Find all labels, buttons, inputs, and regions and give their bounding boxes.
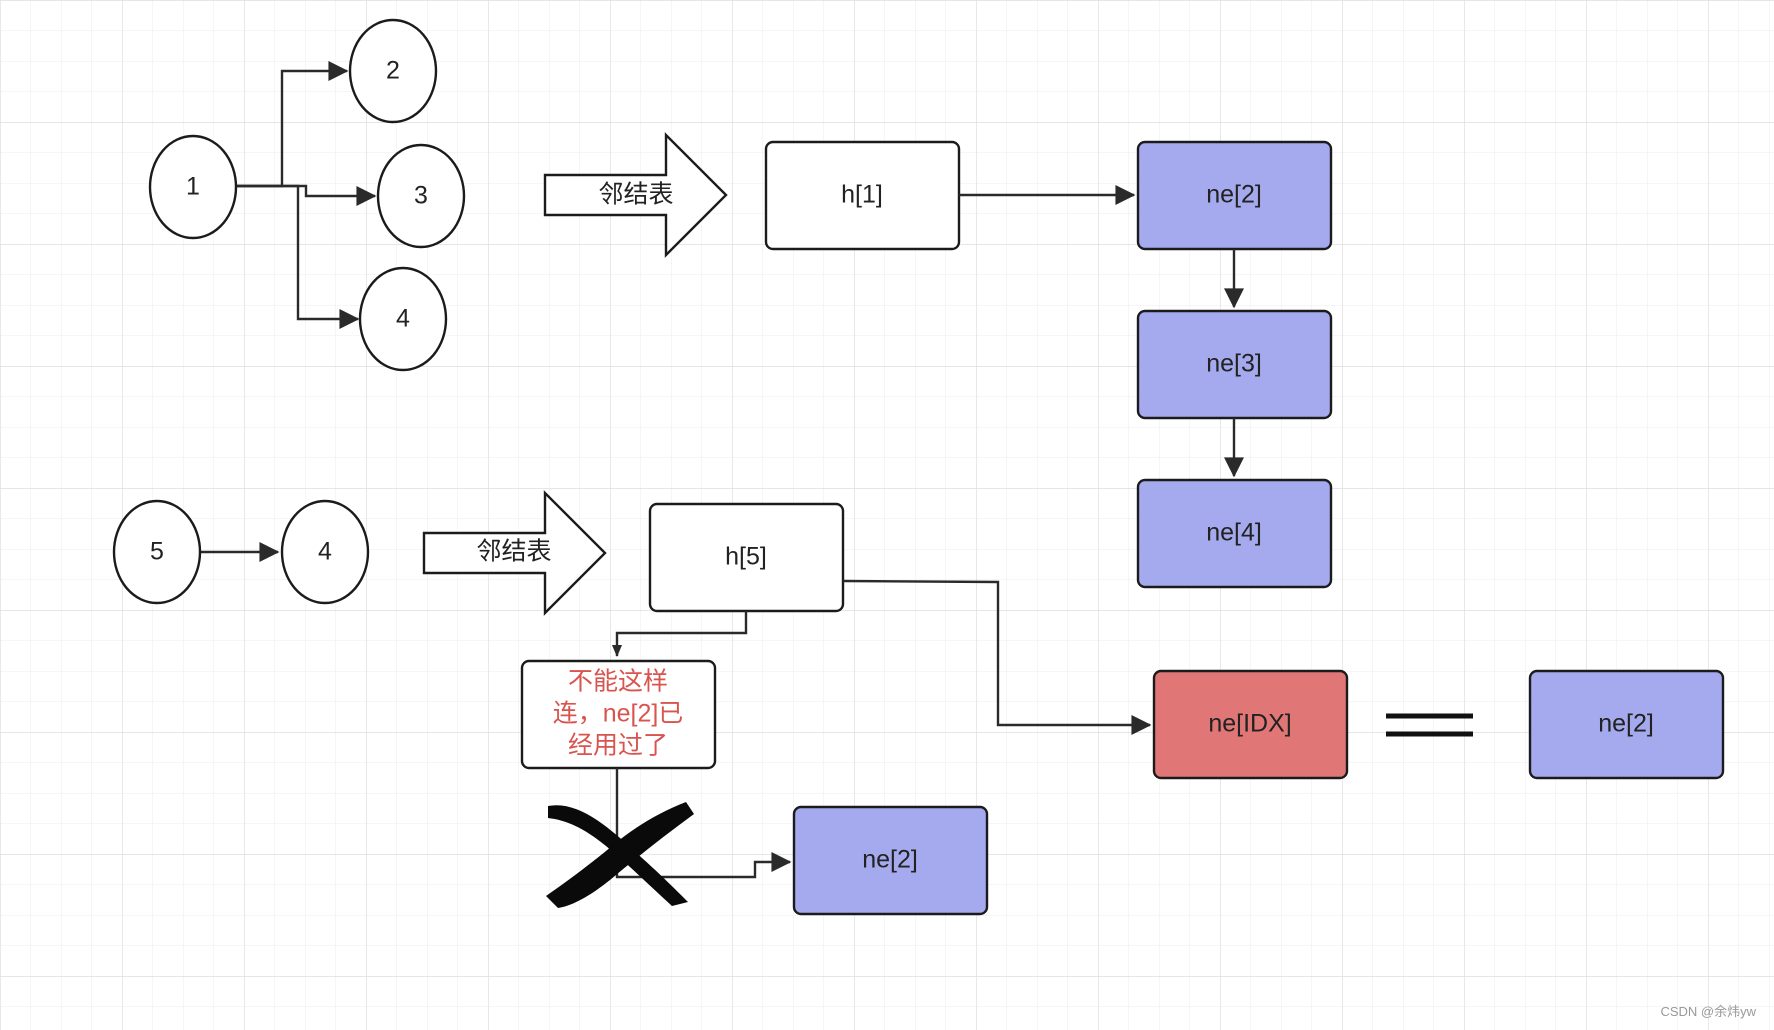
list2-head-label: h[5]: [725, 543, 767, 571]
list1: h[1] ne[2] ne[3] ne[4]: [764, 140, 1333, 589]
cross-mark: [546, 802, 694, 908]
list1-item-2: [1136, 478, 1333, 589]
edge-1-4: [215, 184, 360, 329]
list2: h[5] ne[IDX] ne[2] 不能这样 连，ne[2]已 经用过了 ne…: [520, 502, 1725, 916]
list2-new-node-label: ne[IDX]: [1208, 710, 1291, 738]
watermark: CSDN @余炜yw: [1660, 1004, 1756, 1019]
list2-new-node: [1152, 669, 1349, 780]
block-arrow-top-shape: [543, 132, 728, 258]
warning-line-3: 经用过了: [568, 732, 668, 760]
list2-wrong-target-label: ne[2]: [862, 846, 918, 874]
graph1-node-2: [348, 18, 438, 124]
graph1-node-3: [376, 143, 466, 249]
list2-equals-node-label: ne[2]: [1598, 710, 1654, 738]
graph2-node-4-label: 4: [318, 538, 332, 566]
graph1: 1 2 3 4: [148, 18, 466, 372]
block-arrow-bottom-shape: [422, 490, 607, 616]
edge-h5-warning: [612, 611, 748, 657]
edge-h5-neidx: [842, 579, 1152, 735]
block-arrow-top-label: 邻结表: [598, 181, 673, 209]
list2-equals-node: [1528, 669, 1725, 780]
cross-mark-stroke-b: [546, 802, 694, 908]
list2-wrong-target: [792, 805, 989, 916]
list1-head-label: h[1]: [841, 181, 883, 209]
warning-line-1: 不能这样: [568, 668, 668, 696]
warning-box: [520, 659, 717, 770]
graph2-node-5: [112, 499, 202, 605]
graph2-node-5-label: 5: [150, 538, 164, 566]
block-arrow-bottom: 邻结表: [422, 490, 607, 616]
graph1-node-1-label: 1: [186, 173, 200, 201]
block-arrow-bottom-label: 邻结表: [476, 538, 551, 566]
graph1-node-1: [148, 134, 238, 240]
list1-item-0-label: ne[2]: [1206, 181, 1262, 209]
block-arrow-top: 邻结表: [543, 132, 728, 258]
graph1-node-2-label: 2: [386, 57, 400, 85]
graph1-node-3-label: 3: [414, 182, 428, 210]
graph1-node-4-label: 4: [396, 305, 410, 333]
list1-item-1-label: ne[3]: [1206, 350, 1262, 378]
graph2: 5 4: [112, 499, 370, 605]
warning-line-2: 连，ne[2]已: [553, 700, 684, 728]
graph1-node-4: [358, 266, 448, 372]
list1-item-2-label: ne[4]: [1206, 519, 1262, 547]
graph2-node-4: [280, 499, 370, 605]
